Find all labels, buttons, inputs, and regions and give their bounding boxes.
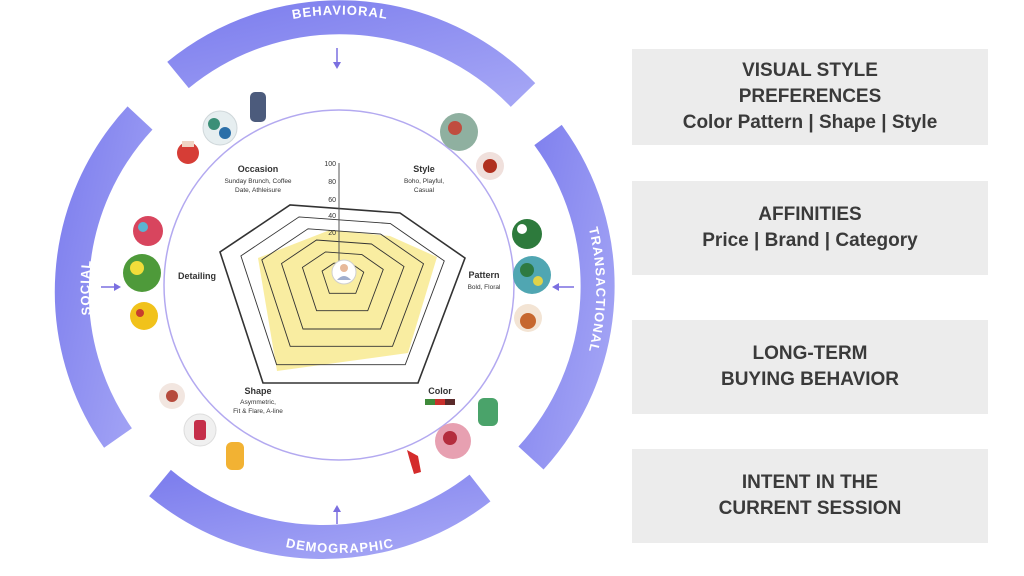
scale-tick-label: 80: [328, 179, 336, 186]
thumbnail-pattern-image: [133, 216, 163, 246]
axis-label-detailing: Detailing: [178, 271, 216, 281]
center-avatar: [331, 259, 357, 285]
radar-grid-ring: [280, 239, 405, 330]
radar-value-shape: [258, 230, 437, 371]
thumbnail-dress-image: [435, 423, 471, 459]
thumbnail-dress-image: [478, 398, 498, 426]
axis-label-occasion: Occasion: [238, 164, 279, 174]
box-line: AFFINITIES: [758, 204, 862, 225]
ring-segment-behavioral: [167, 0, 536, 107]
ring-label-demographic: DEMOGRAPHIC: [285, 535, 394, 556]
scale-tick-label: 60: [328, 197, 336, 204]
thumbnail-dress-image: [159, 383, 185, 409]
ring-segment-transactional: [518, 124, 615, 470]
intent-current-session-box: INTENT IN THE CURRENT SESSION: [632, 449, 988, 543]
radar-grid-ring: [301, 251, 384, 312]
thumbnail-shoes-image: [407, 450, 421, 474]
scale-tick-label: 40: [328, 213, 336, 220]
box-line: PREFERENCES: [738, 86, 882, 107]
radar-grid-ring: [321, 262, 365, 294]
ring-segment-social: [54, 106, 153, 448]
box-line: Price | Brand | Category: [702, 230, 918, 251]
scale-tick-label: 20: [328, 230, 336, 237]
long-term-buying-behavior-box: LONG-TERM BUYING BEHAVIOR: [632, 320, 988, 414]
color-swatch: [425, 399, 455, 405]
svg-text:DEMOGRAPHIC: DEMOGRAPHIC: [285, 535, 395, 556]
axis-sub-style: Casual: [414, 187, 435, 194]
thumbnail-pattern-image: [130, 302, 158, 330]
ring-segment-demographic: [149, 469, 491, 559]
radar-grid-ring: [261, 228, 425, 347]
radar-grid: [219, 204, 466, 384]
box-line: VISUAL STYLE: [742, 60, 878, 81]
svg-text:BEHAVIORAL: BEHAVIORAL: [291, 3, 390, 22]
axis-label-style: Style: [413, 164, 435, 174]
radar-chart: 100 80 60 40 20: [219, 161, 466, 384]
ring-arrows: [101, 48, 574, 524]
thumbnail-dress-image: [226, 442, 244, 470]
visual-style-preferences-box: VISUAL STYLE PREFERENCES Color Pattern |…: [632, 49, 988, 145]
thumbnail-pattern-image: [123, 254, 161, 292]
box-line: LONG-TERM: [752, 343, 868, 364]
customer-profile-diagram: BEHAVIORAL TRANSACTIONAL DEMOGRAPHIC SOC…: [54, 0, 615, 559]
radar-grid-overlay: [240, 216, 445, 366]
thumbnail-dress-image: [177, 141, 199, 164]
arrow-behavioral-icon: [333, 48, 341, 69]
affinities-box: AFFINITIES Price | Brand | Category: [632, 181, 988, 275]
axis-sub-shape: Asymmetric,: [240, 399, 276, 406]
thumbnail-bag-image: [514, 304, 542, 332]
axis-label-color: Color: [428, 386, 452, 396]
outer-ring: [54, 0, 615, 559]
axis-sub-occasion: Sunday Brunch, Coffee: [224, 178, 291, 185]
axis-label-pattern: Pattern: [468, 270, 499, 280]
inner-circle: [163, 109, 515, 461]
radar-grid-ring: [240, 216, 445, 366]
axis-sub-occasion: Date, Athleisure: [235, 187, 281, 194]
ring-label-behavioral: BEHAVIORAL: [291, 3, 389, 22]
arrow-demographic-icon: [333, 505, 341, 524]
thumbnail-dress-image: [440, 113, 478, 151]
product-thumbnails: [123, 92, 551, 474]
thumbnail-dress-image: [202, 110, 238, 146]
box-line: INTENT IN THE: [741, 472, 879, 493]
thumbnail-dress-image: [183, 413, 217, 447]
ring-label-social: SOCIAL: [78, 259, 93, 316]
axis-label-shape: Shape: [244, 386, 271, 396]
radar-grid-ring: [219, 204, 466, 384]
arrow-social-icon: [101, 283, 121, 291]
svg-text:SOCIAL: SOCIAL: [78, 259, 94, 316]
arrow-transactional-icon: [552, 283, 574, 291]
thumbnail-outfit-image: [250, 92, 266, 122]
box-line: CURRENT SESSION: [718, 498, 902, 519]
thumbnail-dress-image: [476, 152, 504, 180]
thumbnail-pattern-image: [513, 256, 551, 294]
scale-tick-label: 100: [324, 161, 336, 168]
axis-sub-shape: Fit & Flare, A-line: [233, 408, 283, 415]
axis-sub-pattern: Bold, Floral: [468, 284, 501, 291]
thumbnail-pattern-image: [512, 219, 542, 249]
box-line: BUYING BEHAVIOR: [720, 369, 900, 390]
axis-sub-style: Boho, Playful,: [404, 178, 444, 185]
box-line: Color Pattern | Shape | Style: [682, 112, 938, 133]
